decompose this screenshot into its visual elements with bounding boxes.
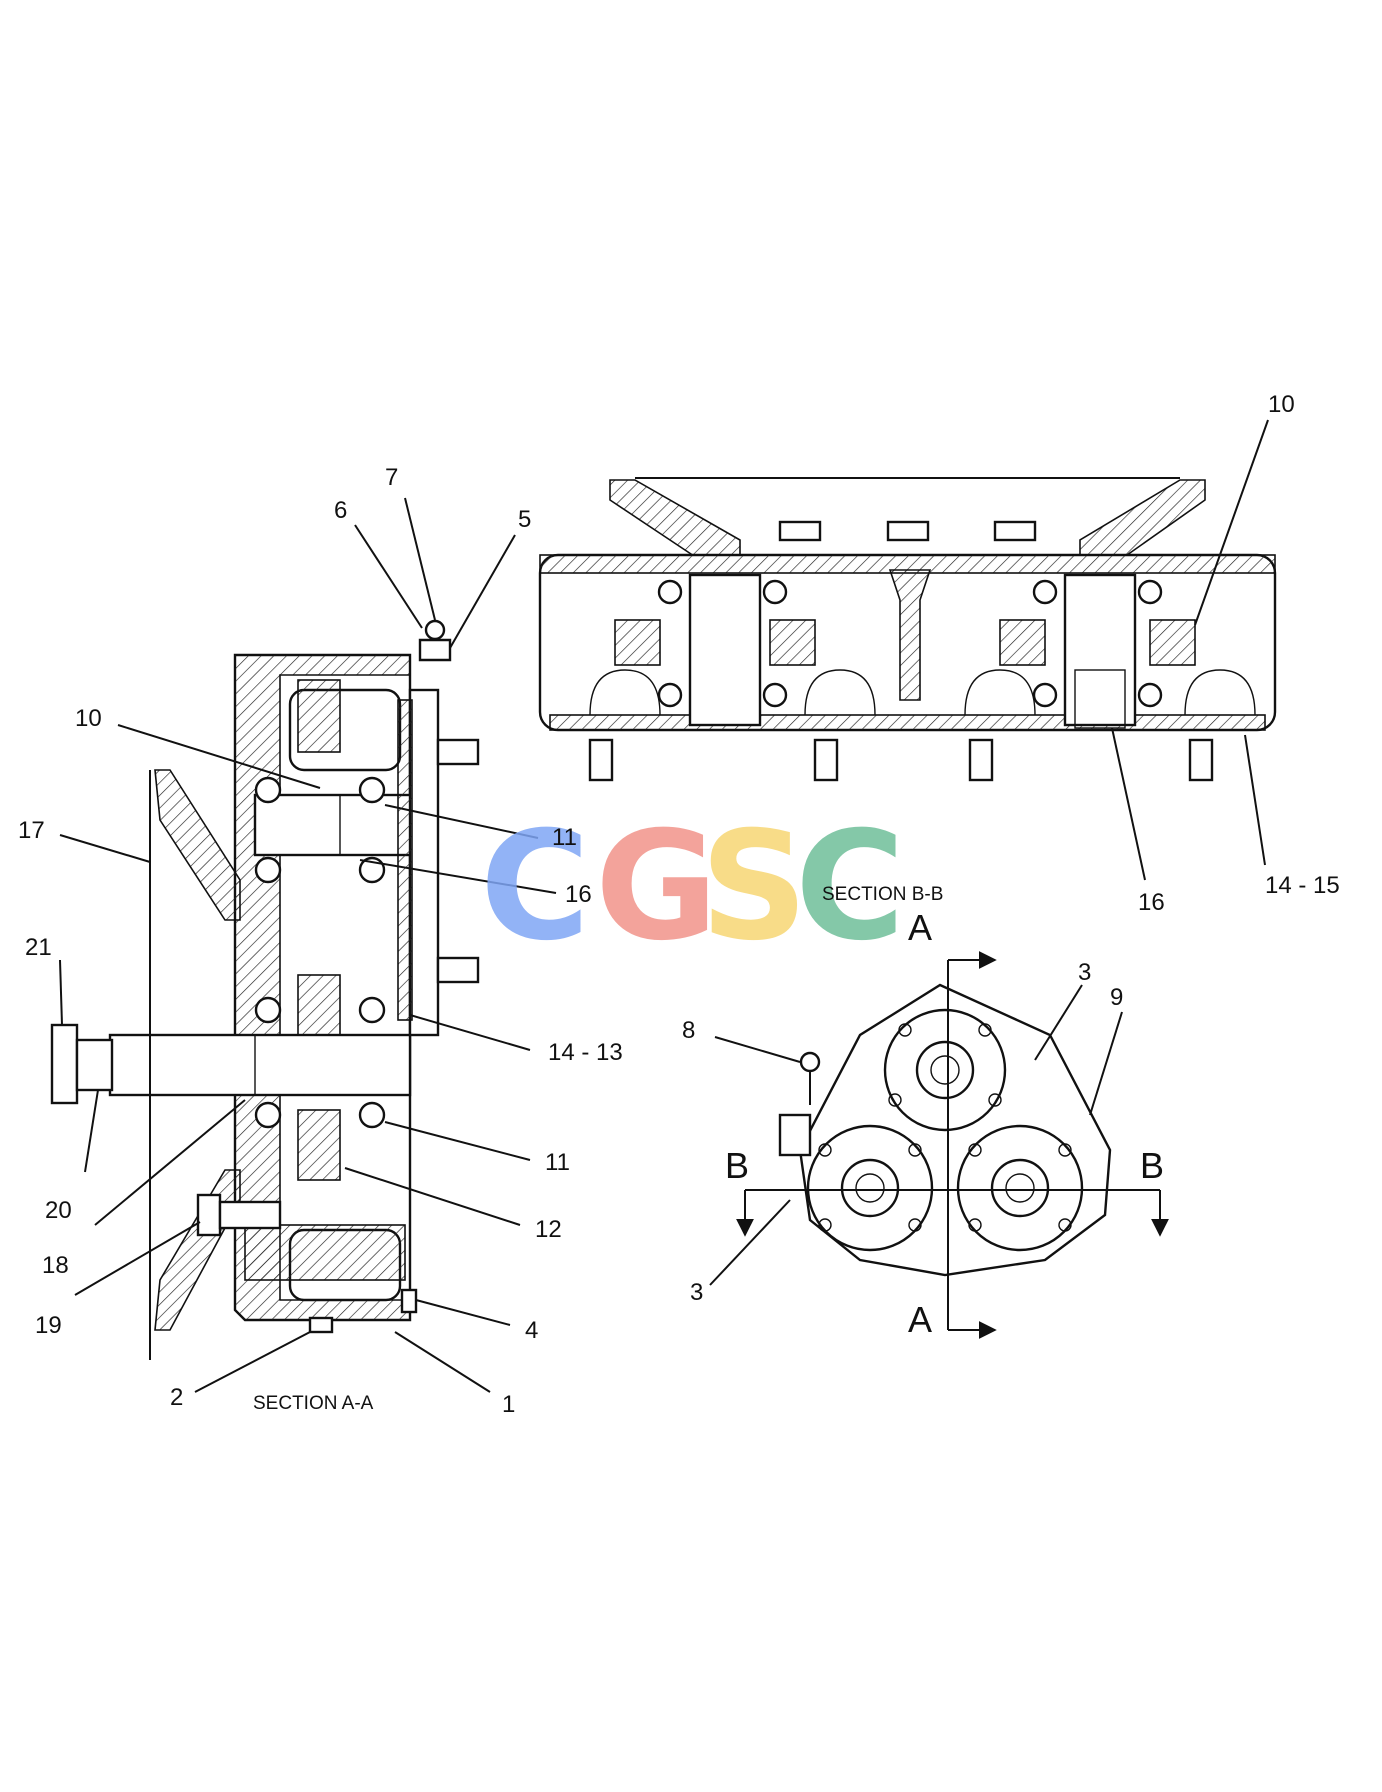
callout-9: 9 [1110, 984, 1123, 1011]
section-b-labels: 10 16 14 - 15 SECTION B-B [822, 391, 1340, 916]
watermark-letter-c1: C [480, 800, 590, 974]
callout-10: 10 [75, 705, 102, 732]
callout-21: 21 [25, 934, 52, 961]
section-b-title: SECTION B-B [822, 884, 943, 905]
section-marker-a-top: A [908, 907, 932, 948]
callout-3-top: 3 [1078, 959, 1091, 986]
leader-lines [59, 419, 1269, 1393]
callout-7: 7 [385, 464, 398, 491]
section-marker-b-right: B [1140, 1145, 1164, 1186]
end-view-labels: 3 9 8 3 A A B B [682, 907, 1164, 1340]
cgsc-watermark: C G S C [480, 800, 905, 974]
callout-10-b: 10 [1268, 391, 1295, 418]
watermark-letter-g: G [595, 800, 718, 974]
callout-2: 2 [170, 1384, 183, 1411]
callout-11-lower: 11 [545, 1149, 570, 1176]
section-a-labels: 7 6 5 10 11 16 17 21 14 - 13 11 20 18 12… [18, 464, 623, 1418]
section-a-title: SECTION A-A [253, 1393, 374, 1414]
callout-20: 20 [45, 1197, 72, 1224]
watermark-letter-s: S [700, 800, 808, 974]
callout-11-upper: 11 [552, 824, 577, 851]
bearings-a [254, 776, 386, 1129]
callout-3-bottom: 3 [690, 1279, 703, 1306]
section-marker-a-bottom: A [908, 1299, 932, 1340]
callout-12: 12 [535, 1216, 562, 1243]
callout-16: 16 [565, 881, 592, 908]
section-marker-b-left: B [725, 1145, 749, 1186]
callout-18: 18 [42, 1252, 69, 1279]
callout-14-13: 14 - 13 [548, 1039, 623, 1066]
section-b-drawing [538, 477, 1277, 782]
watermark-letter-c2: C [795, 800, 905, 974]
callout-16-b: 16 [1138, 889, 1165, 916]
callout-1: 1 [502, 1391, 515, 1418]
callout-6: 6 [334, 497, 347, 524]
callout-14-15: 14 - 15 [1265, 872, 1340, 899]
callout-8: 8 [682, 1017, 695, 1044]
callout-17: 17 [18, 817, 45, 844]
callout-4: 4 [525, 1317, 538, 1344]
end-view-drawing [736, 951, 1169, 1339]
callout-5: 5 [518, 506, 531, 533]
section-a-drawing [50, 619, 480, 1360]
callout-19: 19 [35, 1312, 62, 1339]
